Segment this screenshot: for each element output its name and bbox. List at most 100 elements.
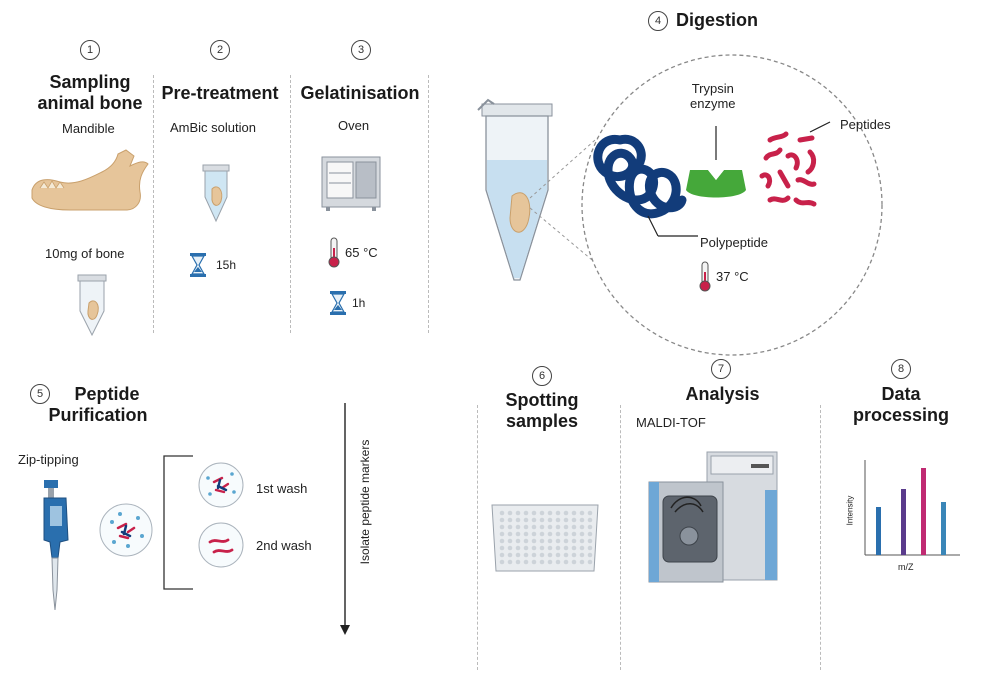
plate-well (507, 559, 513, 565)
isolate-arrow (340, 403, 350, 635)
plate-well (515, 524, 521, 530)
plate-well (507, 552, 513, 558)
pipette-illustration (43, 480, 69, 611)
plate-well (547, 545, 553, 551)
wash-1-circle (198, 462, 244, 508)
spectrum-chart (864, 460, 960, 556)
step-7-title: Analysis (685, 384, 760, 404)
step-1-bone-mass-label: 10mg of bone (45, 246, 125, 261)
plate-well (539, 531, 545, 537)
plate-well (571, 524, 577, 530)
digestion-illustration (477, 54, 883, 356)
step-2-duration: 15h (216, 258, 237, 272)
plate-well (499, 559, 505, 565)
plate-well (563, 559, 569, 565)
plate-well (555, 531, 561, 537)
plate-well (499, 510, 505, 516)
plate-well (507, 510, 513, 516)
step-1-title: Sampling animal bone (20, 72, 160, 114)
plate-well (499, 545, 505, 551)
step-1-title-line2: animal bone (37, 93, 143, 113)
plate-well (539, 552, 545, 558)
step-1-title-line1: Sampling (49, 72, 131, 92)
plate-well (579, 524, 585, 530)
wash-2-circle (198, 522, 244, 568)
plate-well (523, 559, 529, 565)
plate-well (587, 517, 593, 523)
plate-well (563, 545, 569, 551)
plate-well (507, 517, 513, 523)
step-5-title: Peptide Purification (38, 384, 158, 426)
plate-well (539, 517, 545, 523)
step-1-tube-icon (77, 274, 107, 337)
plate-well (571, 545, 577, 551)
plate-well (499, 552, 505, 558)
plate-well (531, 559, 537, 565)
trypsin-enzyme-label: Trypsin enzyme (690, 81, 736, 111)
plate-well (571, 531, 577, 537)
plate-well (555, 552, 561, 558)
step-5-title-line1: Peptide (74, 384, 140, 404)
separator-7-8 (820, 405, 821, 670)
plate-well (571, 552, 577, 558)
plate-well (587, 538, 593, 544)
plate-well (563, 517, 569, 523)
plate-well (587, 524, 593, 530)
plate-well (587, 552, 593, 558)
step-5-number: 5 (30, 384, 50, 404)
zip-sample-circle (99, 503, 153, 557)
plate-well (555, 517, 561, 523)
plate-well (531, 538, 537, 544)
plate-well (579, 517, 585, 523)
plate-well (539, 559, 545, 565)
plate-well (531, 531, 537, 537)
plate-well (547, 517, 553, 523)
step-3-title: Gelatinisation (300, 83, 420, 103)
plate-well (507, 531, 513, 537)
plate-well (515, 510, 521, 516)
wash-1-label: 1st wash (256, 481, 308, 496)
plate-well (579, 545, 585, 551)
polypeptide-label: Polypeptide (700, 235, 768, 250)
plate-well (547, 559, 553, 565)
step-4-temperature: 37 °C (716, 269, 749, 284)
step-3-temperature: 65 °C (345, 245, 378, 260)
plate-well (507, 538, 513, 544)
plate-well (579, 552, 585, 558)
plate-well (515, 538, 521, 544)
plate-well (563, 531, 569, 537)
plate-well (579, 510, 585, 516)
separator-2-3 (290, 75, 291, 333)
step-2-hourglass-icon (190, 253, 206, 277)
plate-well (587, 531, 593, 537)
step-6-title-line1: Spotting (505, 390, 579, 410)
trypsin-label-line2: enzyme (690, 96, 736, 111)
separator-6-7 (620, 405, 621, 670)
step-8-title-line1: Data (881, 384, 921, 404)
step-8-title-line2: processing (852, 405, 950, 425)
mandible-bone-illustration (31, 149, 149, 211)
step-6-title-line2: samples (505, 411, 579, 431)
maldi-target-plate (491, 504, 599, 572)
step-1-number: 1 (80, 40, 100, 60)
plate-well (499, 517, 505, 523)
plate-well (547, 552, 553, 558)
plate-well (531, 552, 537, 558)
plate-well (531, 524, 537, 530)
trypsin-label-line1: Trypsin (691, 81, 734, 96)
plate-well (587, 545, 593, 551)
plate-well (523, 517, 529, 523)
step-7-number: 7 (711, 359, 731, 379)
isolate-peptide-markers-label: Isolate peptide markers (358, 439, 372, 565)
plate-well (515, 559, 521, 565)
plate-well (563, 510, 569, 516)
plate-well (547, 538, 553, 544)
plate-well (523, 545, 529, 551)
plate-well (539, 510, 545, 516)
plate-well (555, 559, 561, 565)
plate-well (515, 552, 521, 558)
plate-well (507, 524, 513, 530)
plate-well (531, 517, 537, 523)
plate-well (539, 545, 545, 551)
wash-bracket (163, 455, 193, 590)
